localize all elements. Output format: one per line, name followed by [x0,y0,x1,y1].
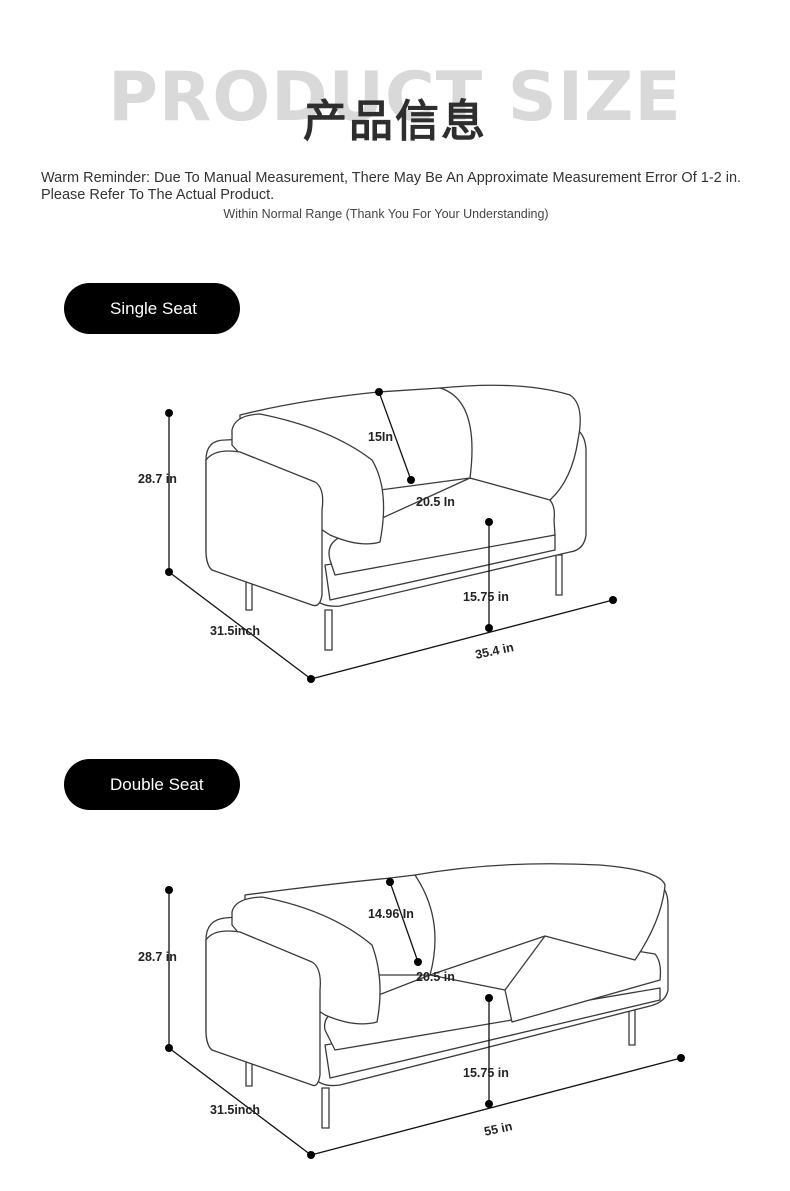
sofa-arm [205,450,324,607]
dimension-line [310,1057,682,1156]
dimension-line [168,571,312,680]
back-height-label: 14.96 In [368,907,414,921]
single-sofa-drawing [165,384,617,683]
dimension-endpoint [485,624,493,632]
seat-depth-label: 20.5 In [416,495,455,509]
back-height-label: 15In [368,430,394,444]
dimension-line [378,391,412,481]
measurement-reminder: Warm Reminder: Due To Manual Measurement… [41,170,742,203]
sofa-leg [324,609,333,651]
dimension-endpoint [485,994,493,1002]
dimension-line [389,881,419,963]
depth-label: 31.5inch [210,624,261,638]
dimension-endpoint [386,878,394,886]
dimension-endpoint [609,596,617,604]
sofa-leg [245,579,253,611]
dimension-line [310,599,614,680]
sofa-leg [321,1087,330,1129]
sofa-leg [555,554,563,596]
dimension-endpoint [414,958,422,966]
dimension-endpoint [307,675,315,683]
depth-label: 31.5inch [210,1103,261,1117]
back-cushion [439,384,581,501]
seat-cushion [504,935,662,1023]
dimension-endpoint [165,1044,173,1052]
dimension-endpoint [485,1100,493,1108]
dimension-endpoint [677,1054,685,1062]
sofa-arm [205,930,321,1087]
sofa-leg [628,1009,636,1046]
height-label: 28.7 in [138,472,177,486]
dimension-endpoint [165,568,173,576]
dimension-endpoint [485,518,493,526]
dimension-endpoint [307,1151,315,1159]
single-seat-label: Single Seat [64,283,240,334]
double-seat-diagram: 28.7 in 31.5inch 55 in 14.96 In 20.5 in … [0,850,790,1180]
dimension-endpoint [375,388,383,396]
dimension-endpoint [407,476,415,484]
seat-depth-label: 20.5 in [416,970,455,984]
single-seat-diagram: 28.7 in 31.5inch 35.4 in 15In 20.5 In 15… [0,370,790,700]
double-seat-label: Double Seat [64,759,240,810]
product-size-watermark-title: PRODUCT SIZE [108,58,682,137]
seat-height-label: 15.75 in [463,1066,509,1080]
dimension-endpoint [165,409,173,417]
seat-height-label: 15.75 in [463,590,509,604]
height-label: 28.7 in [138,950,177,964]
measurement-subnote: Within Normal Range (Thank You For Your … [223,207,549,221]
dimension-line [168,1047,312,1156]
double-sofa-drawing [165,863,685,1159]
product-info-title: 产品信息 [303,96,487,147]
dimension-endpoint [165,886,173,894]
